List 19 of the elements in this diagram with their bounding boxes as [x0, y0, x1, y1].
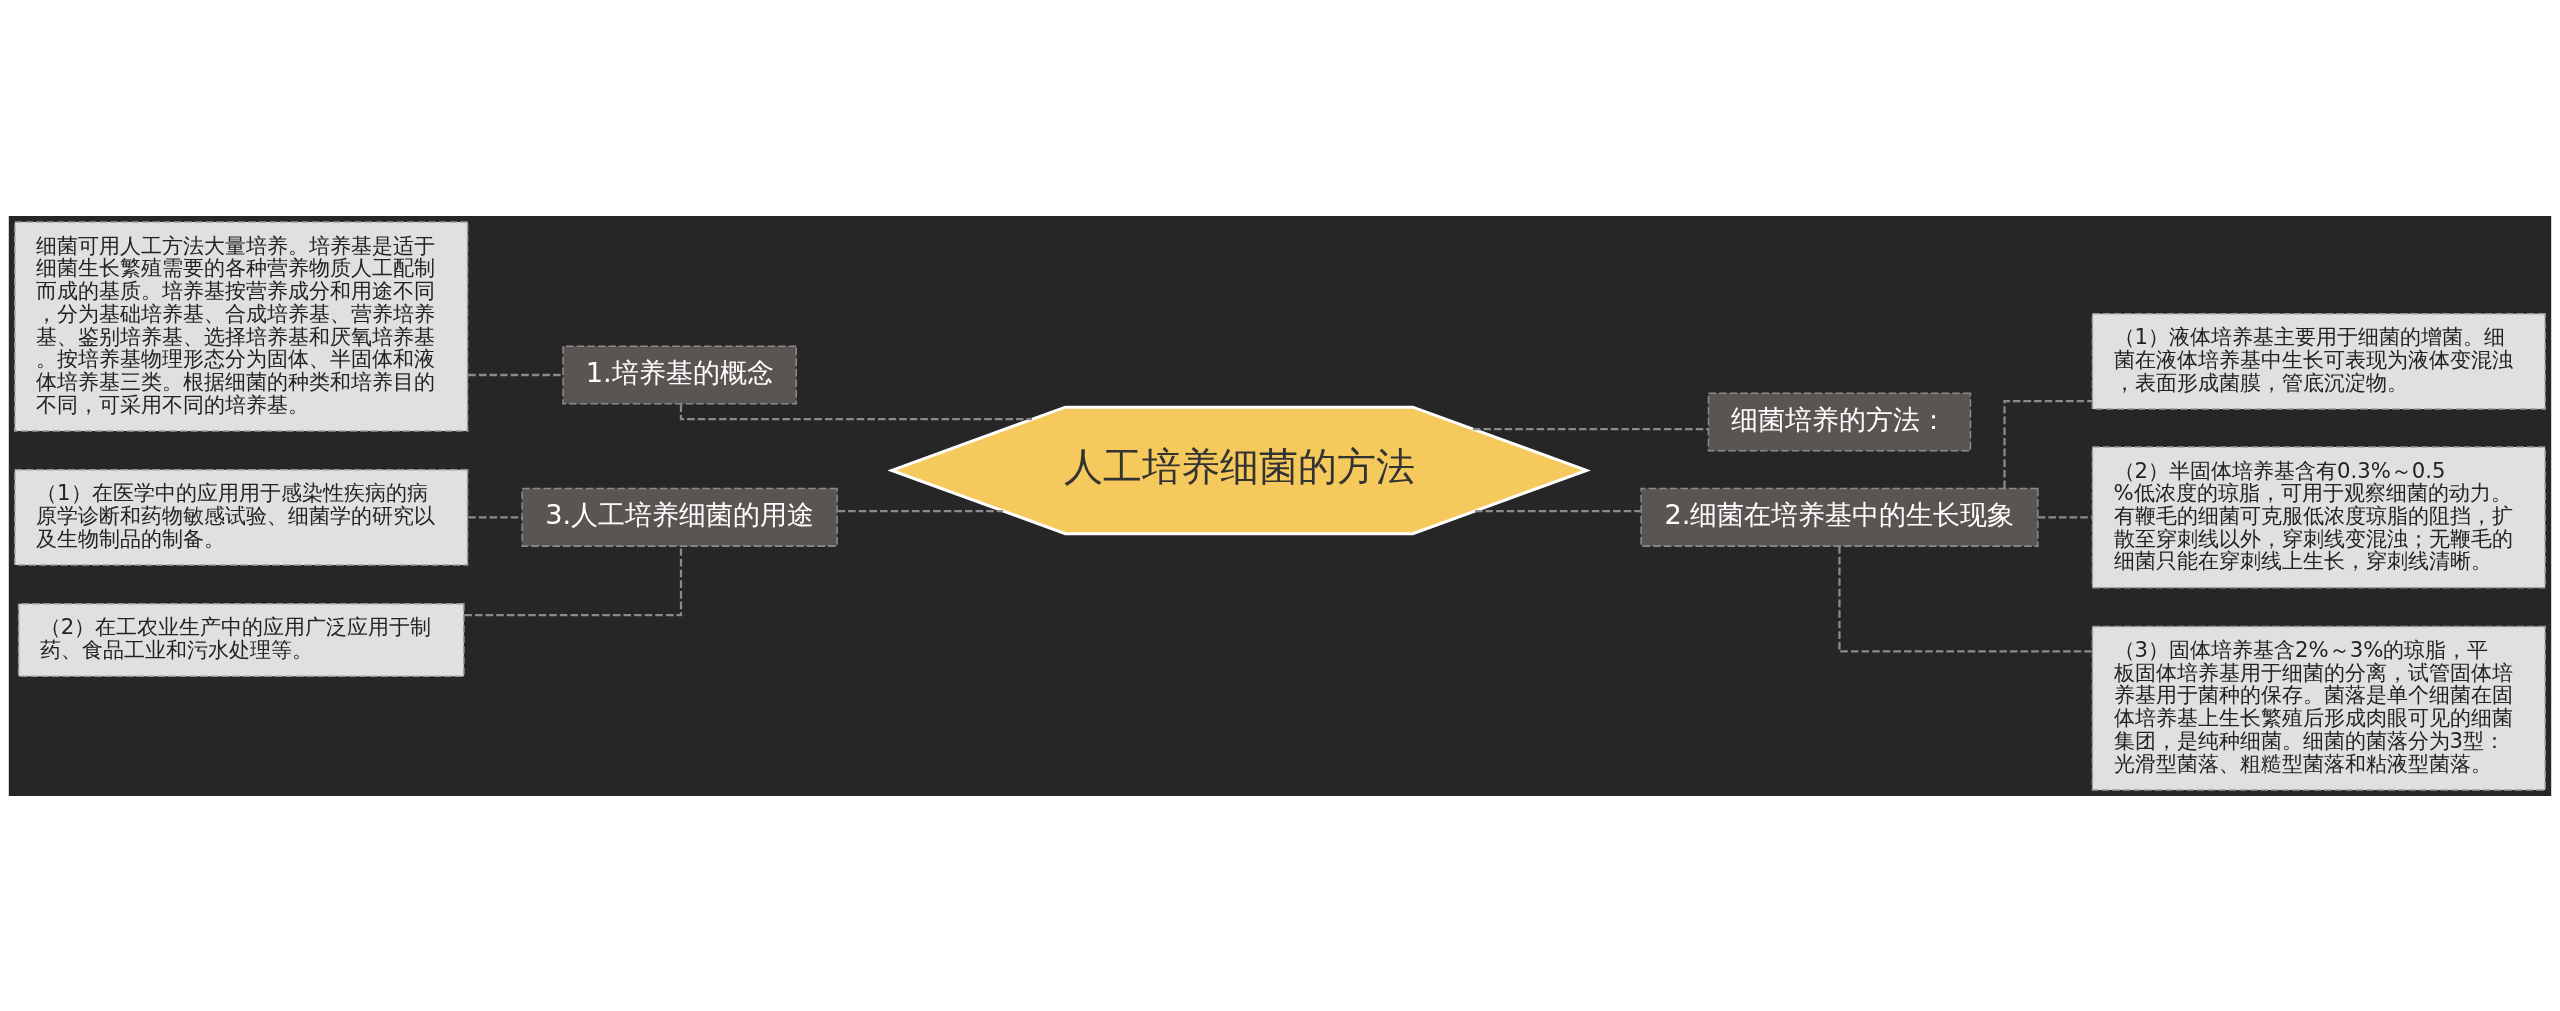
node-box: （1）在医学中的应用用于感染性疾病的病原学诊断和药物敏感试验、细菌学的研究以及生物制品的制备。 [14, 468, 469, 566]
node-box: 2.细菌在培养基中的生长现象 [1640, 487, 2039, 547]
connector [837, 509, 1004, 512]
connector [1475, 509, 1641, 512]
node-box: （2）在工农业生产中的应用广泛应用于制药、食品工业和污水处理等。 [17, 602, 465, 677]
node-box: 1.培养基的概念 [562, 344, 797, 405]
connector [2037, 515, 2093, 518]
node-box: 细菌可用人工方法大量培养。培养基是适于细菌生长繁殖需要的各种营养物质人工配制而成的基质。培养基按营养成分和用途不同，分为基础培养基、合成培养基、营养培养基、鉴别培养基、选择培养基和厌氧培养基。按培养基物理形态分为固体、半固体和液体培养基三类。根据细菌的种类和培养目的不同，可采用不同的培养基。 [14, 220, 469, 432]
connector [2003, 399, 2093, 488]
node-box: （3）固体培养基含2%～3%的琼脂，平板固体培养基用于细菌的分离，试管固体培养基用于菌种的保存。菌落是单个细菌在固体培养基上生长繁殖后形成肉眼可见的细菌集团，是纯种细菌。细菌的菌落分为3型：光滑型菌落、粗糙型菌落和粘液型菌落。 [2091, 625, 2546, 791]
node-box: 细菌培养的方法： [1707, 391, 1972, 451]
node-box: （1）液体培养基主要用于细菌的增菌。细菌在液体培养基中生长可表现为液体变混浊，表面形成菌膜，管底沉淀物。 [2091, 312, 2546, 410]
connector [468, 515, 522, 518]
node-box: （2）半固体培养基含有0.3%～0.5%低浓度的琼脂，可用于观察细菌的动力。有鞭毛的细菌可克服低浓度琼脂的阻挡，扩散至穿刺线以外，穿刺线变混浊；无鞭毛的细菌只能在穿刺线上生长，穿刺线清晰。 [2091, 445, 2546, 589]
connector [468, 373, 563, 376]
node-box: 3.人工培养细菌的用途 [521, 487, 838, 547]
connector [464, 545, 683, 616]
connector [1838, 545, 2092, 652]
connector [1472, 427, 1709, 430]
